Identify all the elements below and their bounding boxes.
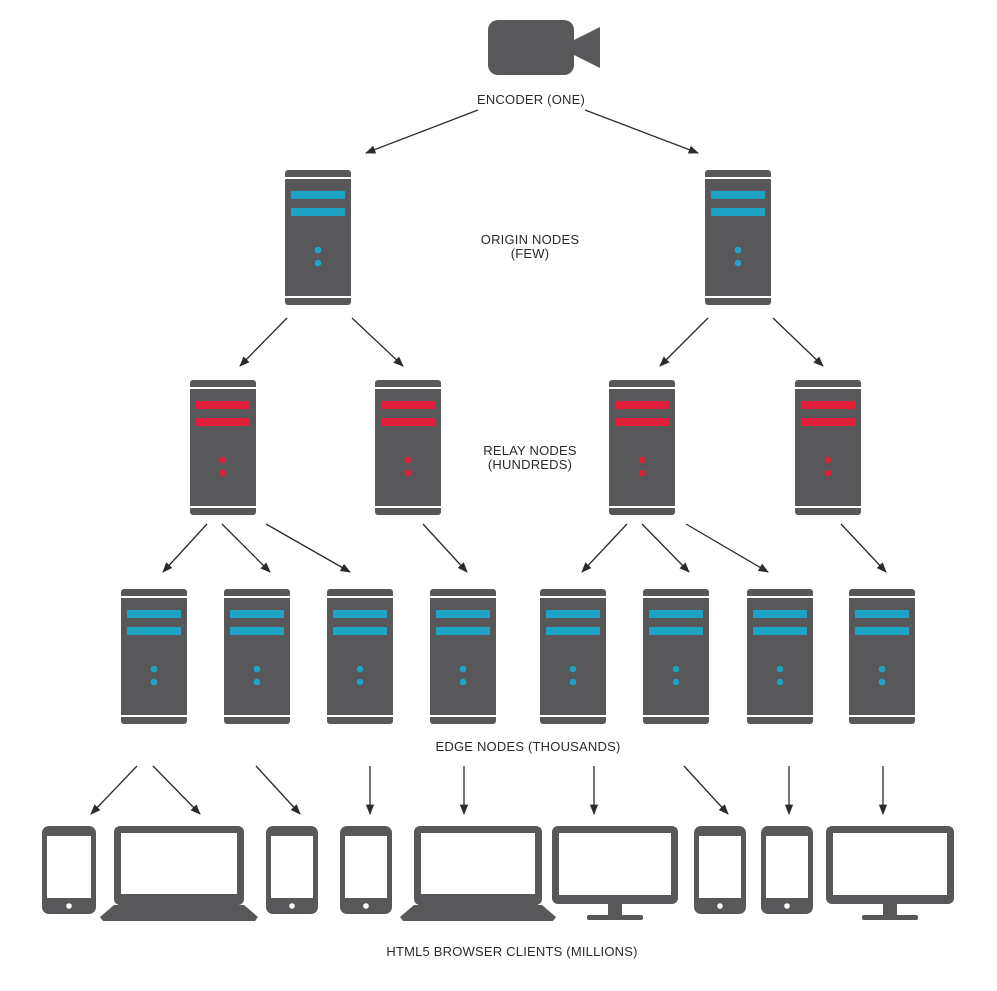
phone-client-3	[266, 826, 318, 914]
arrow-8	[221, 523, 271, 573]
arrow-12	[641, 523, 690, 573]
phone-client-4	[340, 826, 392, 914]
server-nodes	[121, 170, 915, 724]
clients-label: HTML5 BROWSER CLIENTS (MILLIONS)	[386, 944, 637, 959]
origin-label-line1: ORIGIN NODES	[481, 232, 580, 247]
phone-client-8	[761, 826, 813, 914]
arrow-15	[90, 765, 138, 815]
edge-node-3	[327, 589, 393, 724]
laptop-client-5	[400, 826, 556, 921]
edge-node-1	[121, 589, 187, 724]
video-camera-icon	[488, 20, 600, 75]
edge-node-2	[224, 589, 290, 724]
arrow-6	[772, 317, 824, 367]
arrow-17	[255, 765, 301, 815]
arrow-10	[422, 523, 468, 573]
monitor-client-9	[826, 826, 954, 920]
origin-node-1	[285, 170, 351, 305]
encoder-label: ENCODER (ONE)	[477, 92, 585, 107]
arrow-11	[581, 523, 628, 573]
edge-node-6	[643, 589, 709, 724]
edge-node-5	[540, 589, 606, 724]
edge-label: EDGE NODES (THOUSANDS)	[436, 739, 621, 754]
relay-node-1	[190, 380, 256, 515]
edge-node-4	[430, 589, 496, 724]
arrow-14	[840, 523, 887, 573]
browser-clients	[42, 826, 954, 921]
arrow-9	[265, 523, 351, 573]
phone-client-1	[42, 826, 96, 914]
connection-arrows	[90, 109, 888, 816]
relay-node-4	[795, 380, 861, 515]
arrow-2	[584, 109, 699, 154]
edge-node-8	[849, 589, 915, 724]
relay-label-line2: (HUNDREDS)	[488, 457, 572, 472]
edge-node-7	[747, 589, 813, 724]
arrow-1	[365, 109, 479, 154]
relay-node-3	[609, 380, 675, 515]
relay-node-2	[375, 380, 441, 515]
origin-label-line2: (FEW)	[511, 246, 550, 261]
arrow-7	[162, 523, 208, 573]
origin-node-2	[705, 170, 771, 305]
arrow-4	[351, 317, 404, 367]
arrow-21	[683, 765, 729, 815]
arrow-16	[152, 765, 201, 815]
arrow-5	[659, 317, 709, 367]
arrow-3	[239, 317, 288, 367]
arrow-13	[685, 523, 769, 573]
relay-label-line1: RELAY NODES	[483, 443, 577, 458]
laptop-client-2	[100, 826, 258, 921]
phone-client-7	[694, 826, 746, 914]
monitor-client-6	[552, 826, 678, 920]
